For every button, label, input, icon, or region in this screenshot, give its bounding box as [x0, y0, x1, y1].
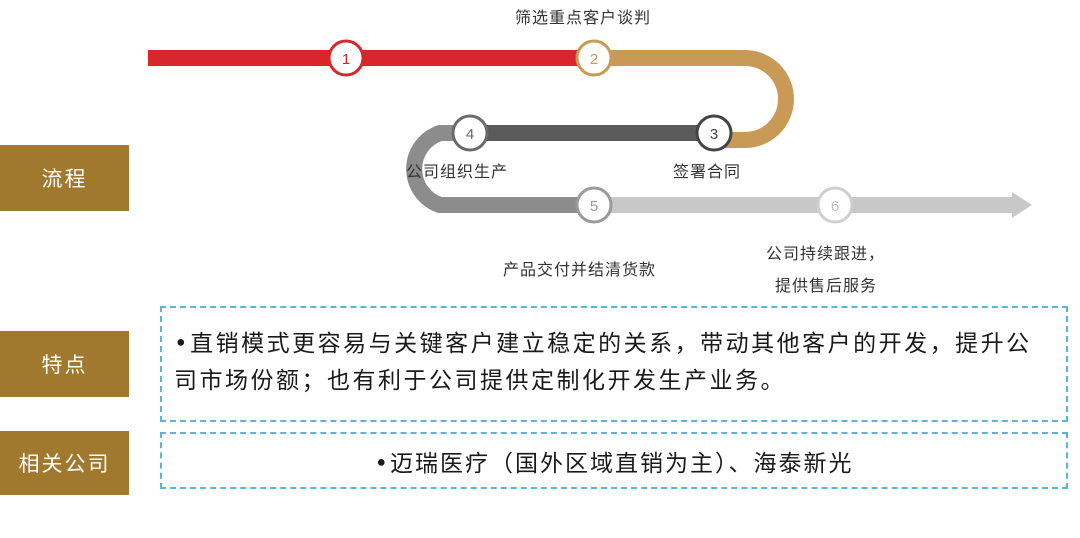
- step-4-circle: [451, 114, 489, 152]
- flow-segment-gold: [594, 50, 794, 148]
- step-5-number: 5: [590, 198, 598, 215]
- companies-box: •迈瑞医疗（国外区域直销为主）、海泰新光: [160, 432, 1068, 489]
- features-text: •直销模式更容易与关键客户建立稳定的关系，带动其他客户的开发，提升公司市场份额；…: [174, 331, 1032, 394]
- flow-arrow-head: [1012, 192, 1032, 218]
- step-1-number: 1: [342, 51, 350, 68]
- step-3-number: 3: [710, 126, 718, 143]
- step-3-caption: 签署合同: [673, 162, 742, 181]
- flow-segment-gray: [406, 125, 594, 213]
- step-4-caption: 公司组织生产: [406, 162, 509, 181]
- step-4-number: 4: [466, 126, 474, 143]
- step-6-caption-line2: 提供售后服务: [775, 276, 878, 295]
- step-2-circle: [575, 39, 613, 77]
- step-6-circle: [816, 186, 854, 224]
- step-6-number: 6: [831, 198, 839, 215]
- process-flow-diagram: 1 2 3 4 5 6: [148, 39, 1032, 224]
- companies-text: •迈瑞医疗（国外区域直销为主）、海泰新光: [374, 450, 854, 477]
- process-label: 流程: [0, 145, 129, 211]
- step-6-caption-line1: 公司持续跟进，: [766, 244, 886, 263]
- step-5-caption: 产品交付并结清货款: [503, 260, 657, 279]
- step-2-caption: 筛选重点客户谈判: [515, 8, 652, 27]
- features-box: •直销模式更容易与关键客户建立稳定的关系，带动其他客户的开发，提升公司市场份额；…: [160, 306, 1068, 422]
- companies-label: 相关公司: [0, 431, 129, 495]
- step-3-circle: [695, 114, 733, 152]
- features-label: 特点: [0, 331, 129, 397]
- step-2-number: 2: [590, 51, 598, 68]
- step-1-circle: [327, 39, 365, 77]
- step-5-circle: [575, 186, 613, 224]
